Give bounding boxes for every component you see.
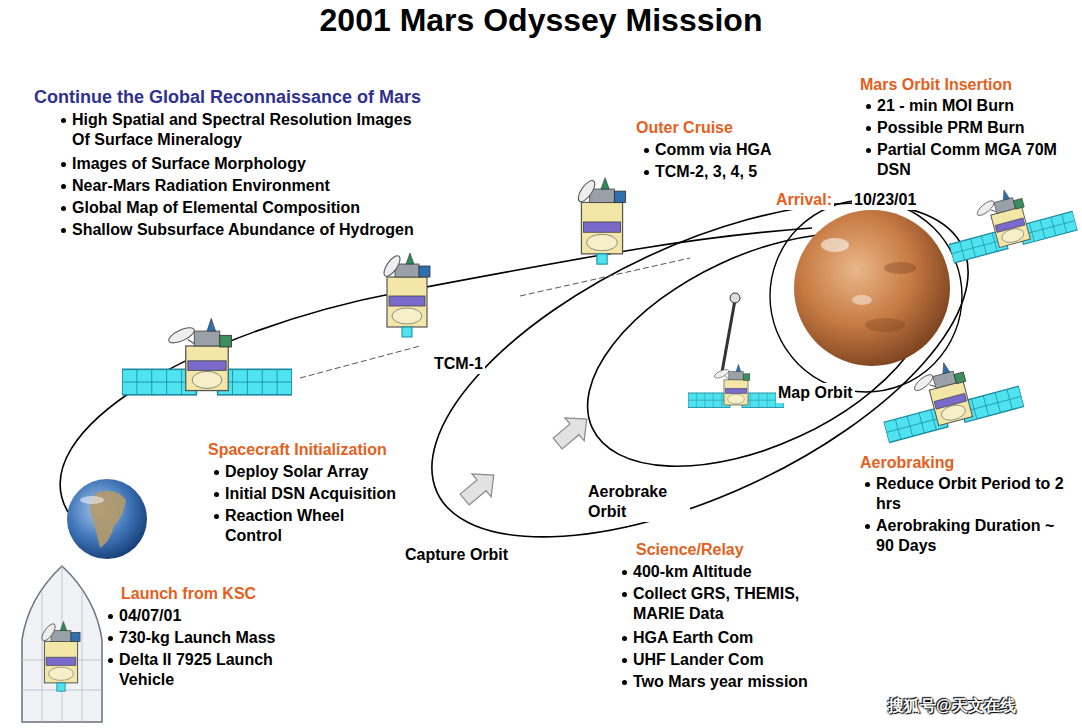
bullet-item: High Spatial and Spectral Resolution Ima… [57, 110, 434, 150]
bullet-item: Global Map of Elemental Composition [57, 198, 362, 218]
bullet-text: 730-kg Launch Mass [119, 629, 276, 646]
bullet-text: HGA Earth Com [633, 629, 753, 646]
bullet-item: Delta II 7925 Launch Vehicle [104, 650, 321, 690]
spacecraft-figure [939, 174, 1078, 263]
direction-arrow [455, 464, 503, 511]
bullet-text: UHF Lander Com [633, 651, 764, 668]
spacecraft-figure [381, 253, 430, 337]
annotation-label: TCM-1 [432, 354, 485, 374]
bullet-item: Comm via HGA [640, 140, 773, 160]
bullet-text: TCM-2, 3, 4, 5 [655, 163, 757, 180]
bullet-item: Two Mars year mission [618, 672, 810, 692]
bullet-dot [622, 592, 627, 597]
transfer-trajectory [60, 228, 812, 512]
bullet-item: UHF Lander Com [618, 650, 766, 670]
bullet-text: High Spatial and Spectral Resolution Ima… [72, 111, 412, 148]
spacecraft-figure [575, 178, 625, 264]
bullet-dot [622, 636, 627, 641]
bullet-text: Partial Comm MGA 70M DSN [877, 141, 1057, 178]
bullet-dot [622, 680, 627, 685]
bullet-item: Deploy Solar Array [210, 462, 370, 482]
bullet-dot [61, 184, 66, 189]
bullet-dot [61, 228, 66, 233]
bullet-dot [866, 126, 871, 131]
section-heading: Outer Cruise [634, 118, 735, 138]
bullet-dot [61, 118, 66, 123]
tcm-direction-line [300, 346, 420, 378]
bullet-item: Reduce Orbit Period to 2 hrs [861, 474, 1078, 514]
section-heading: Continue the Global Reconnaissance of Ma… [32, 87, 423, 107]
launch-fairing [22, 566, 102, 722]
bullet-dot [108, 636, 113, 641]
bullet-text: Reduce Orbit Period to 2 hrs [876, 475, 1064, 512]
bullet-item: HGA Earth Com [618, 628, 755, 648]
bullet-text: 400-km Altitude [633, 563, 752, 580]
bullet-item: 04/07/01 [104, 606, 183, 626]
bullet-item: TCM-2, 3, 4, 5 [640, 162, 759, 182]
bullet-item: Images of Surface Morphology [57, 154, 308, 174]
bullet-item: Aerobraking Duration ~ 90 Days [861, 516, 1078, 556]
bullet-item: Partial Comm MGA 70M DSN [862, 140, 1074, 180]
spacecraft-figure [688, 293, 784, 407]
diagram-title: 2001 Mars Odyssey Misssion [0, 2, 1082, 39]
bullet-text: 21 - min MOI Burn [877, 97, 1014, 114]
spacecraft-figure [122, 318, 292, 395]
spacecraft-figure [873, 346, 1025, 443]
bullet-text: Near-Mars Radiation Environment [72, 177, 330, 194]
bullet-item: Possible PRM Burn [862, 118, 1027, 138]
bullet-text: Shallow Subsurface Abundance of Hydrogen [72, 221, 414, 238]
bullet-dot [214, 514, 219, 519]
bullet-dot [622, 570, 627, 575]
section-heading: Arrival: [774, 190, 834, 210]
bullet-dot [644, 148, 649, 153]
bullet-item: Collect GRS, THEMIS, MARIE Data [618, 584, 840, 624]
section-heading: Spacecraft Initialization [206, 440, 389, 460]
bullet-dot [622, 658, 627, 663]
bullet-dot [865, 482, 870, 487]
bullet-text: Reaction Wheel Control [225, 507, 344, 544]
section-heading: Launch from KSC [119, 584, 258, 604]
bullet-dot [866, 104, 871, 109]
bullet-text: Global Map of Elemental Composition [72, 199, 360, 216]
bullet-text: Possible PRM Burn [877, 119, 1025, 136]
bullet-text: Initial DSN Acquisition [225, 485, 396, 502]
bullet-text: Deploy Solar Array [225, 463, 368, 480]
annotation-label: Capture Orbit [403, 545, 510, 565]
direction-arrow [548, 408, 596, 455]
bullet-dot [214, 492, 219, 497]
mars-planet [794, 210, 950, 366]
bullet-item: 730-kg Launch Mass [104, 628, 278, 648]
watermark: 搜狐号@天文在线 [886, 696, 1018, 716]
annotation-label: 10/23/01 [852, 190, 918, 210]
bullet-item: 400-km Altitude [618, 562, 754, 582]
bullet-text: Delta II 7925 Launch Vehicle [119, 651, 273, 688]
section-heading: Mars Orbit Insertion [858, 75, 1014, 95]
bullet-text: 04/07/01 [119, 607, 181, 624]
bullet-dot [61, 206, 66, 211]
bullet-dot [108, 658, 113, 663]
bullet-text: Images of Surface Morphology [72, 155, 306, 172]
bullet-text: Comm via HGA [655, 141, 771, 158]
bullet-text: Aerobraking Duration ~ 90 Days [876, 517, 1054, 554]
bullet-text: Collect GRS, THEMIS, MARIE Data [633, 585, 799, 622]
bullet-text: Two Mars year mission [633, 673, 808, 690]
bullet-dot [61, 162, 66, 167]
bullet-item: Reaction Wheel Control [210, 506, 382, 546]
earth-planet [67, 479, 147, 559]
bullet-dot [644, 170, 649, 175]
bullet-item: 21 - min MOI Burn [862, 96, 1016, 116]
bullet-dot [866, 148, 871, 153]
section-heading: Science/Relay [634, 540, 746, 560]
bullet-dot [108, 614, 113, 619]
bullet-dot [865, 524, 870, 529]
bullet-item: Near-Mars Radiation Environment [57, 176, 332, 196]
annotation-label: Aerobrake Orbit [586, 482, 690, 522]
section-heading: Aerobraking [858, 453, 956, 473]
annotation-label: Map Orbit [776, 383, 855, 403]
bullet-dot [214, 470, 219, 475]
bullet-item: Shallow Subsurface Abundance of Hydrogen [57, 220, 416, 240]
bullet-item: Initial DSN Acquisition [210, 484, 398, 504]
